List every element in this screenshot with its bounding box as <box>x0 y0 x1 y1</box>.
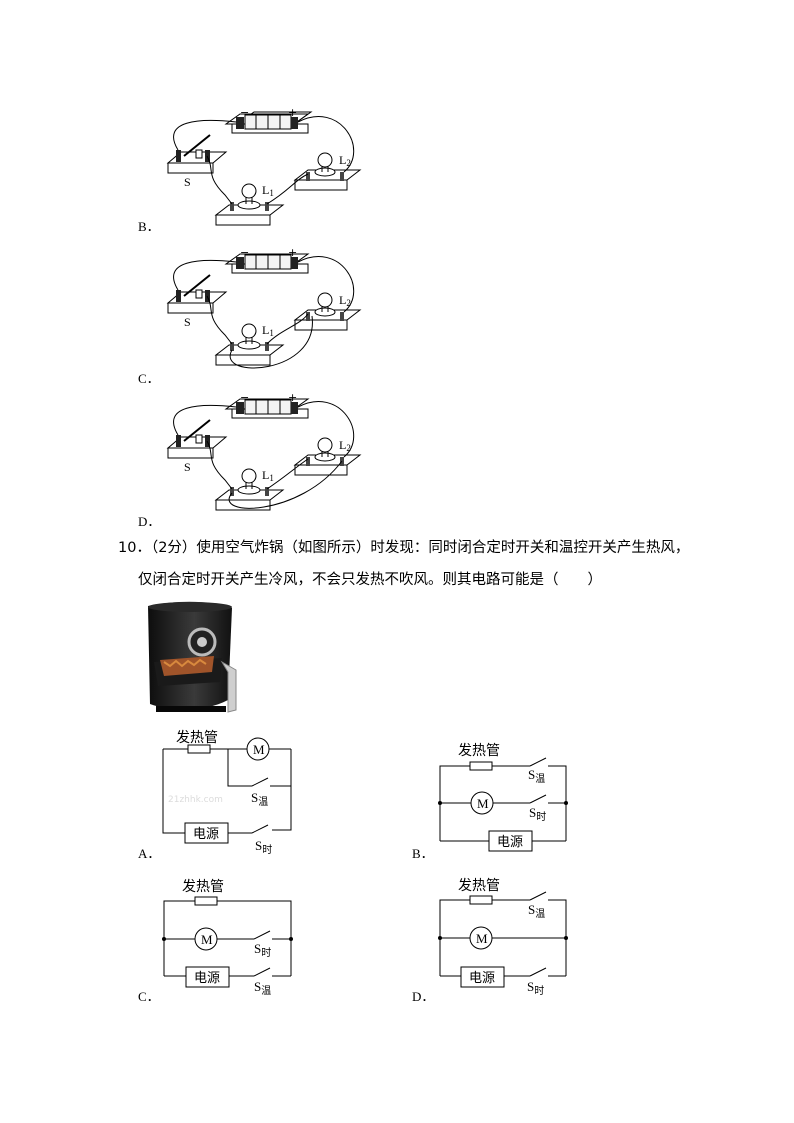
motor-label: M <box>253 742 265 757</box>
motor-label: M <box>201 932 213 947</box>
switch-label: S <box>184 315 191 329</box>
s-time-label: S时 <box>255 838 272 856</box>
circuit-option-d-label[interactable]: D． <box>412 989 435 1004</box>
circuit-option-b-label[interactable]: B． <box>412 846 434 861</box>
lamp1-label: L1 <box>262 468 274 483</box>
circuit-option-c-label[interactable]: C． <box>138 989 160 1004</box>
lamp2-label: L2 <box>339 293 351 308</box>
heater-label: 发热管 <box>176 730 218 746</box>
heater-label: 发热管 <box>458 878 500 894</box>
air-fryer-image <box>136 600 246 724</box>
switch-label: S <box>184 175 191 189</box>
battery-plus: + <box>288 106 297 119</box>
s-temp-label: S温 <box>251 790 268 808</box>
s-temp-label: S温 <box>528 767 545 785</box>
battery-plus: + <box>288 246 297 259</box>
option-c-label[interactable]: C． <box>138 371 160 386</box>
circuit-option-a-label[interactable]: A． <box>138 846 161 861</box>
motor-label: M <box>477 796 489 811</box>
wiring-d-svg: − + S L2 L1 <box>166 391 362 511</box>
battery-minus: − <box>240 391 249 404</box>
heater-label: 发热管 <box>182 879 224 895</box>
lamp1-label: L1 <box>262 323 274 338</box>
wiring-b-svg: − + S L2 L1 <box>166 106 362 226</box>
battery-minus: − <box>240 106 249 119</box>
circuit-d: 发热管 S温 M 电源 S时 <box>438 878 568 997</box>
wiring-diagram-d: − + S L2 L1 <box>0 285 794 529</box>
watermark: 21zhhk.com <box>168 795 223 805</box>
s-time-label: S时 <box>254 941 271 959</box>
s-temp-label: S温 <box>254 979 271 997</box>
power-source-label: 电源 <box>469 971 495 986</box>
battery-minus: − <box>240 246 249 259</box>
s-time-label: S时 <box>527 979 544 997</box>
power-source-label: 电源 <box>194 971 220 986</box>
circuit-c: 发热管 M S时 电源 S温 <box>162 879 293 997</box>
circuit-b: 发热管 S温 M S时 电源 <box>438 743 568 852</box>
circuit-a: M 电源 发热管 S温 S时 21zhhk.com <box>162 730 292 856</box>
wiring-diagram-c: − + S L2 L1 <box>0 140 794 384</box>
lamp2-label: L2 <box>339 153 351 168</box>
circuit-diagrams: M 电源 发热管 S温 S时 21zhhk.com 发热管 S温 M <box>0 720 794 1024</box>
question-10-line1: 10．（2分）使用空气炸锅（如图所示）时发现：同时闭合定时开关和温控开关产生热风… <box>118 540 690 556</box>
wiring-diagram-b: − + S L2 L1 <box>0 0 794 244</box>
lamp2-label: L2 <box>339 438 351 453</box>
power-source-label: 电源 <box>497 835 523 850</box>
option-b-label[interactable]: B． <box>138 219 160 234</box>
power-source-label: 电源 <box>193 827 219 842</box>
s-time-label: S时 <box>529 805 546 823</box>
battery-plus: + <box>288 391 297 404</box>
switch-label: S <box>184 460 191 474</box>
heater-label: 发热管 <box>458 743 500 759</box>
wiring-c-svg: − + S L2 L1 <box>166 246 362 369</box>
option-d-label[interactable]: D． <box>138 514 161 529</box>
question-10-line2: 仅闭合定时开关产生冷风，不会只发热不吹风。则其电路可能是（ ） <box>138 572 602 588</box>
s-temp-label: S温 <box>528 902 545 920</box>
motor-label: M <box>476 931 488 946</box>
lamp1-label: L1 <box>262 183 274 198</box>
